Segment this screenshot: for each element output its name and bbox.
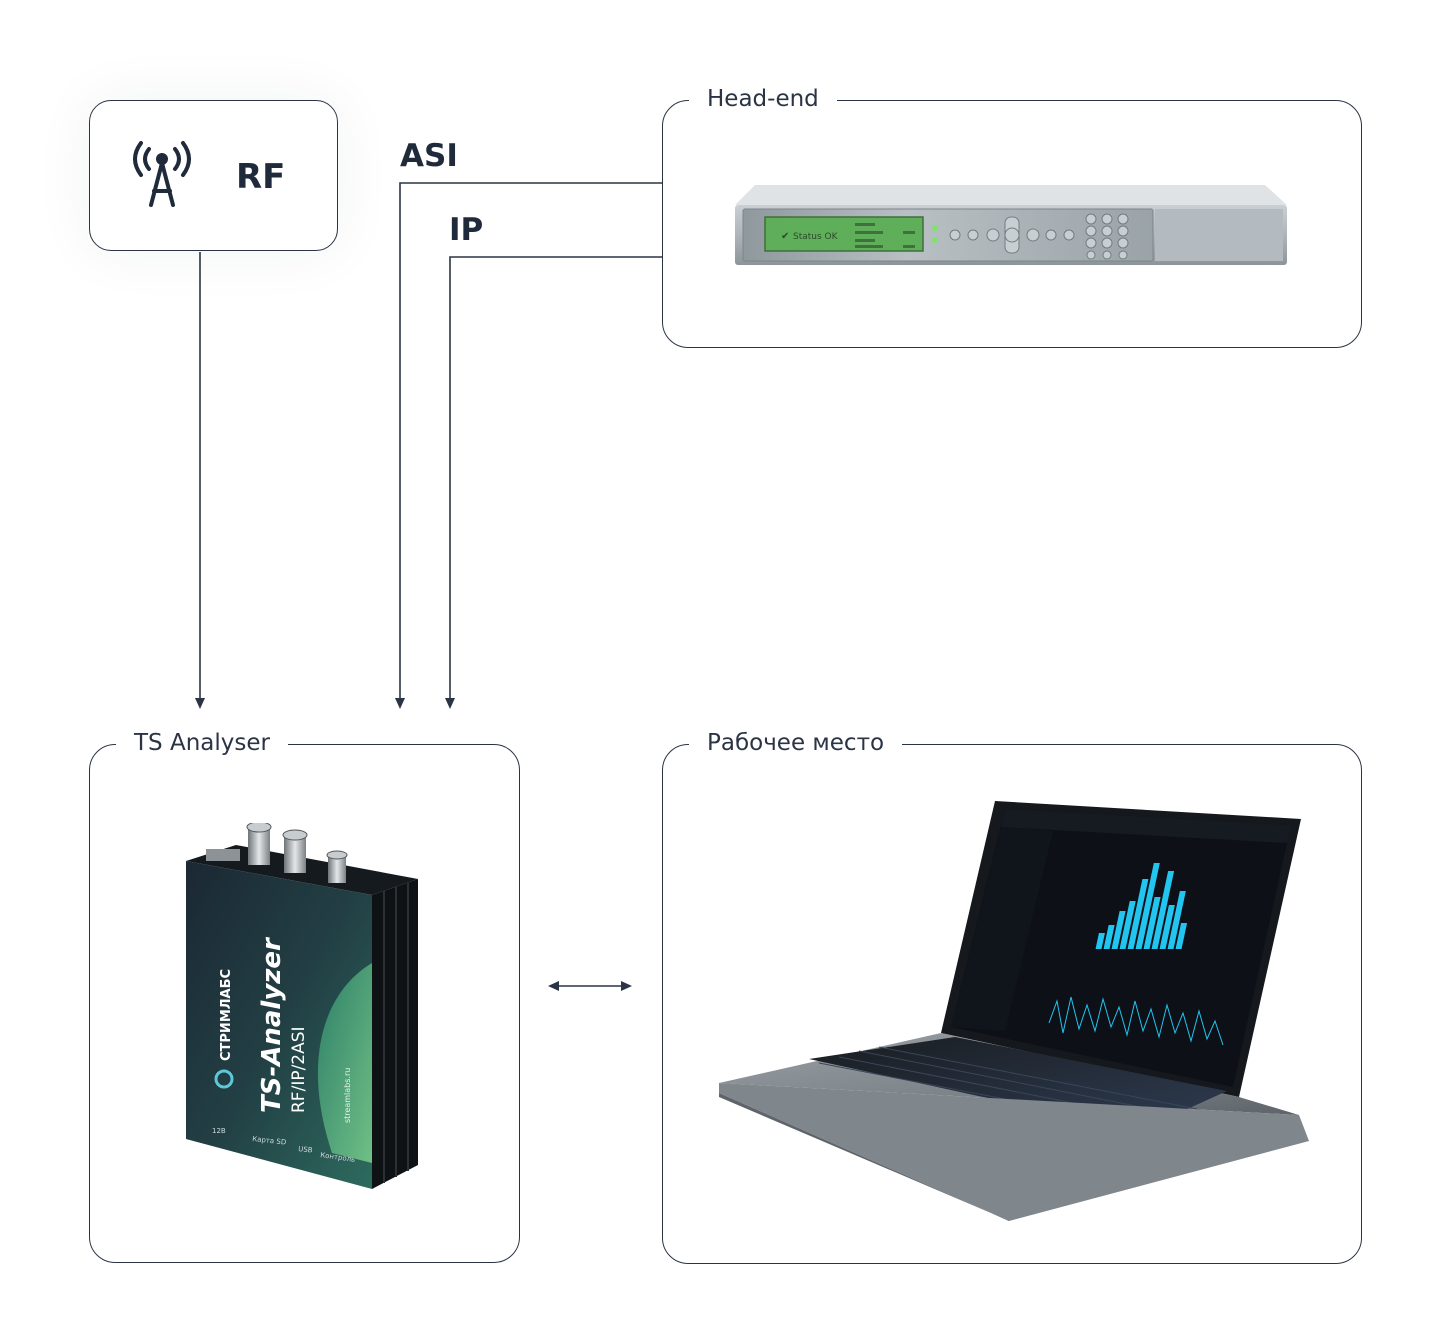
device-model: RF/IP/2ASI xyxy=(289,1026,309,1113)
port-label-power: 12В xyxy=(212,1127,226,1135)
asi-line xyxy=(399,182,663,706)
headend-title: Head-end xyxy=(689,85,837,113)
rf-label: RF xyxy=(236,157,286,197)
rf-box: RF xyxy=(89,100,338,251)
port-label-sd: Карта SD xyxy=(252,1135,287,1147)
rack-encoder-icon: ✔ Status OK xyxy=(735,185,1287,265)
device-website: streamlabs.ru xyxy=(343,1068,352,1123)
workplace-title: Рабочее место xyxy=(689,729,903,757)
ip-line xyxy=(449,256,663,706)
lcd-status: ✔ xyxy=(781,231,789,242)
lcd-status-text: Status OK xyxy=(793,232,839,242)
asi-label: ASI xyxy=(400,138,458,174)
bidirectional-arrow-left xyxy=(548,981,559,991)
ip-arrow xyxy=(445,698,455,709)
headend-box: Head-end ✔ Status OK xyxy=(662,85,1362,348)
rf-arrow xyxy=(195,698,205,709)
ip-label: IP xyxy=(449,212,484,248)
device-product: TS-Analyzer xyxy=(257,936,287,1113)
ts-analyser-title: TS Analyser xyxy=(116,729,288,757)
ts-analyzer-device-icon: СТРИМЛАБС TS-Analyzer RF/IP/2ASI streaml… xyxy=(186,823,418,1189)
bidirectional-arrow-right xyxy=(621,981,632,991)
ts-analyser-box: TS Analyser xyxy=(89,729,520,1263)
antenna-icon xyxy=(133,141,191,207)
workplace-box: Рабочее место xyxy=(662,729,1362,1264)
device-brand: СТРИМЛАБС xyxy=(219,969,234,1061)
port-label-usb: USB xyxy=(298,1145,313,1154)
asi-arrow xyxy=(395,698,405,709)
laptop-icon xyxy=(719,801,1309,1221)
